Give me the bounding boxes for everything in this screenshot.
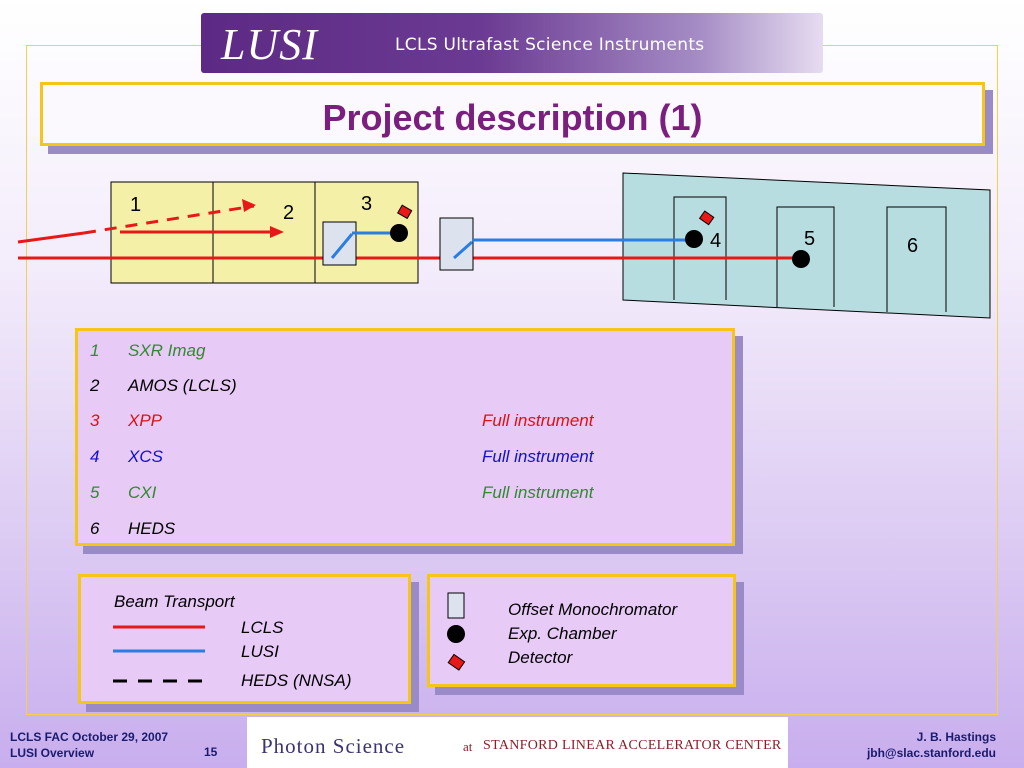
footer-author: J. B. Hastings xyxy=(916,730,996,744)
instrument-list: 1 SXR Imag 2 AMOS (LCLS) 3 XPP Full inst… xyxy=(75,328,735,546)
chamber-icon xyxy=(685,230,703,248)
station-label-5: 5 xyxy=(804,228,815,250)
item-name: XCS xyxy=(128,447,163,466)
beamline-diagram: 1 2 3 4 5 6 xyxy=(17,172,991,319)
item-desc: Full instrument xyxy=(482,411,594,430)
station-label-3: 3 xyxy=(361,193,372,215)
legend-heading: Beam Transport xyxy=(114,592,235,611)
footer-photon-science: Photon Science xyxy=(261,734,406,758)
footer-slac: STANFORD LINEAR ACCELERATOR CENTER xyxy=(483,738,782,753)
header-banner: LUSI LCLS Ultrafast Science Instruments xyxy=(201,13,823,73)
far-hutch-outline xyxy=(673,196,727,300)
arrow-head xyxy=(270,226,284,238)
legend-lines xyxy=(113,625,205,683)
beam-transport-legend: Beam Transport LCLS LUSI HEDS (NNSA) xyxy=(78,574,411,704)
footer-email: jbh@slac.stanford.edu xyxy=(866,746,996,760)
page-title: Project description (1) xyxy=(322,97,703,138)
item-name: SXR Imag xyxy=(128,341,206,360)
title-box: Project description (1) xyxy=(40,82,985,146)
footer-at: at xyxy=(463,739,473,754)
item-number: 4 xyxy=(90,447,100,466)
hed-beam-line xyxy=(17,231,85,244)
legend-label-lusi: LUSI xyxy=(241,642,279,661)
station-label-6: 6 xyxy=(907,235,918,257)
monochromator-icon xyxy=(322,221,357,266)
footer-left: LCLS FAC October 29, 2007 LUSI Overview xyxy=(10,729,168,761)
lusi-beam xyxy=(330,233,354,259)
item-name: AMOS (LCLS) xyxy=(128,376,237,395)
item-number: 1 xyxy=(90,341,100,360)
legend-label-lcls: LCLS xyxy=(241,618,284,637)
item-number: 3 xyxy=(90,411,100,430)
item-number: 2 xyxy=(90,376,100,395)
symbol-legend: Offset Monochromator Exp. Chamber Detect… xyxy=(427,574,736,687)
hed-beam-dashed xyxy=(83,204,255,235)
footer-logo: Photon Science at STANFORD LINEAR ACCELE… xyxy=(247,717,788,768)
legend-symbols xyxy=(447,592,466,671)
item-number: 5 xyxy=(90,483,100,502)
lusi-beam xyxy=(453,240,473,260)
footer-date: LCLS FAC October 29, 2007 xyxy=(10,730,169,744)
arrow-head xyxy=(242,199,256,212)
item-desc: Full instrument xyxy=(482,447,594,466)
far-hutch-outline xyxy=(886,206,947,312)
footer-right: J. B. Hastings jbh@slac.stanford.edu xyxy=(867,729,996,761)
item-name: XPP xyxy=(128,411,163,430)
chamber-icon xyxy=(390,224,408,242)
legend-label-chamber: Exp. Chamber xyxy=(508,624,617,643)
lusi-logo: LUSI xyxy=(221,20,318,69)
chamber-icon xyxy=(447,625,465,643)
station-label-4: 4 xyxy=(710,230,721,252)
detector-icon xyxy=(447,653,466,671)
item-name: CXI xyxy=(128,483,157,502)
page-number: 15 xyxy=(204,745,218,759)
item-name: HEDS xyxy=(128,519,176,538)
legend-label-detector: Detector xyxy=(508,648,573,667)
monochromator-icon xyxy=(447,592,465,619)
station-label-1: 1 xyxy=(130,194,141,216)
station-label-2: 2 xyxy=(283,202,294,224)
detector-icon xyxy=(396,204,413,220)
item-number: 6 xyxy=(90,519,100,538)
banner-tagline: LCLS Ultrafast Science Instruments xyxy=(395,35,705,55)
detector-icon xyxy=(698,210,715,226)
legend-label-heds: HEDS (NNSA) xyxy=(241,671,352,690)
item-desc: Full instrument xyxy=(482,483,594,502)
footer-subtitle: LUSI Overview xyxy=(10,746,95,760)
chamber-icon xyxy=(792,250,810,268)
legend-label-monochromator: Offset Monochromator xyxy=(508,600,678,619)
